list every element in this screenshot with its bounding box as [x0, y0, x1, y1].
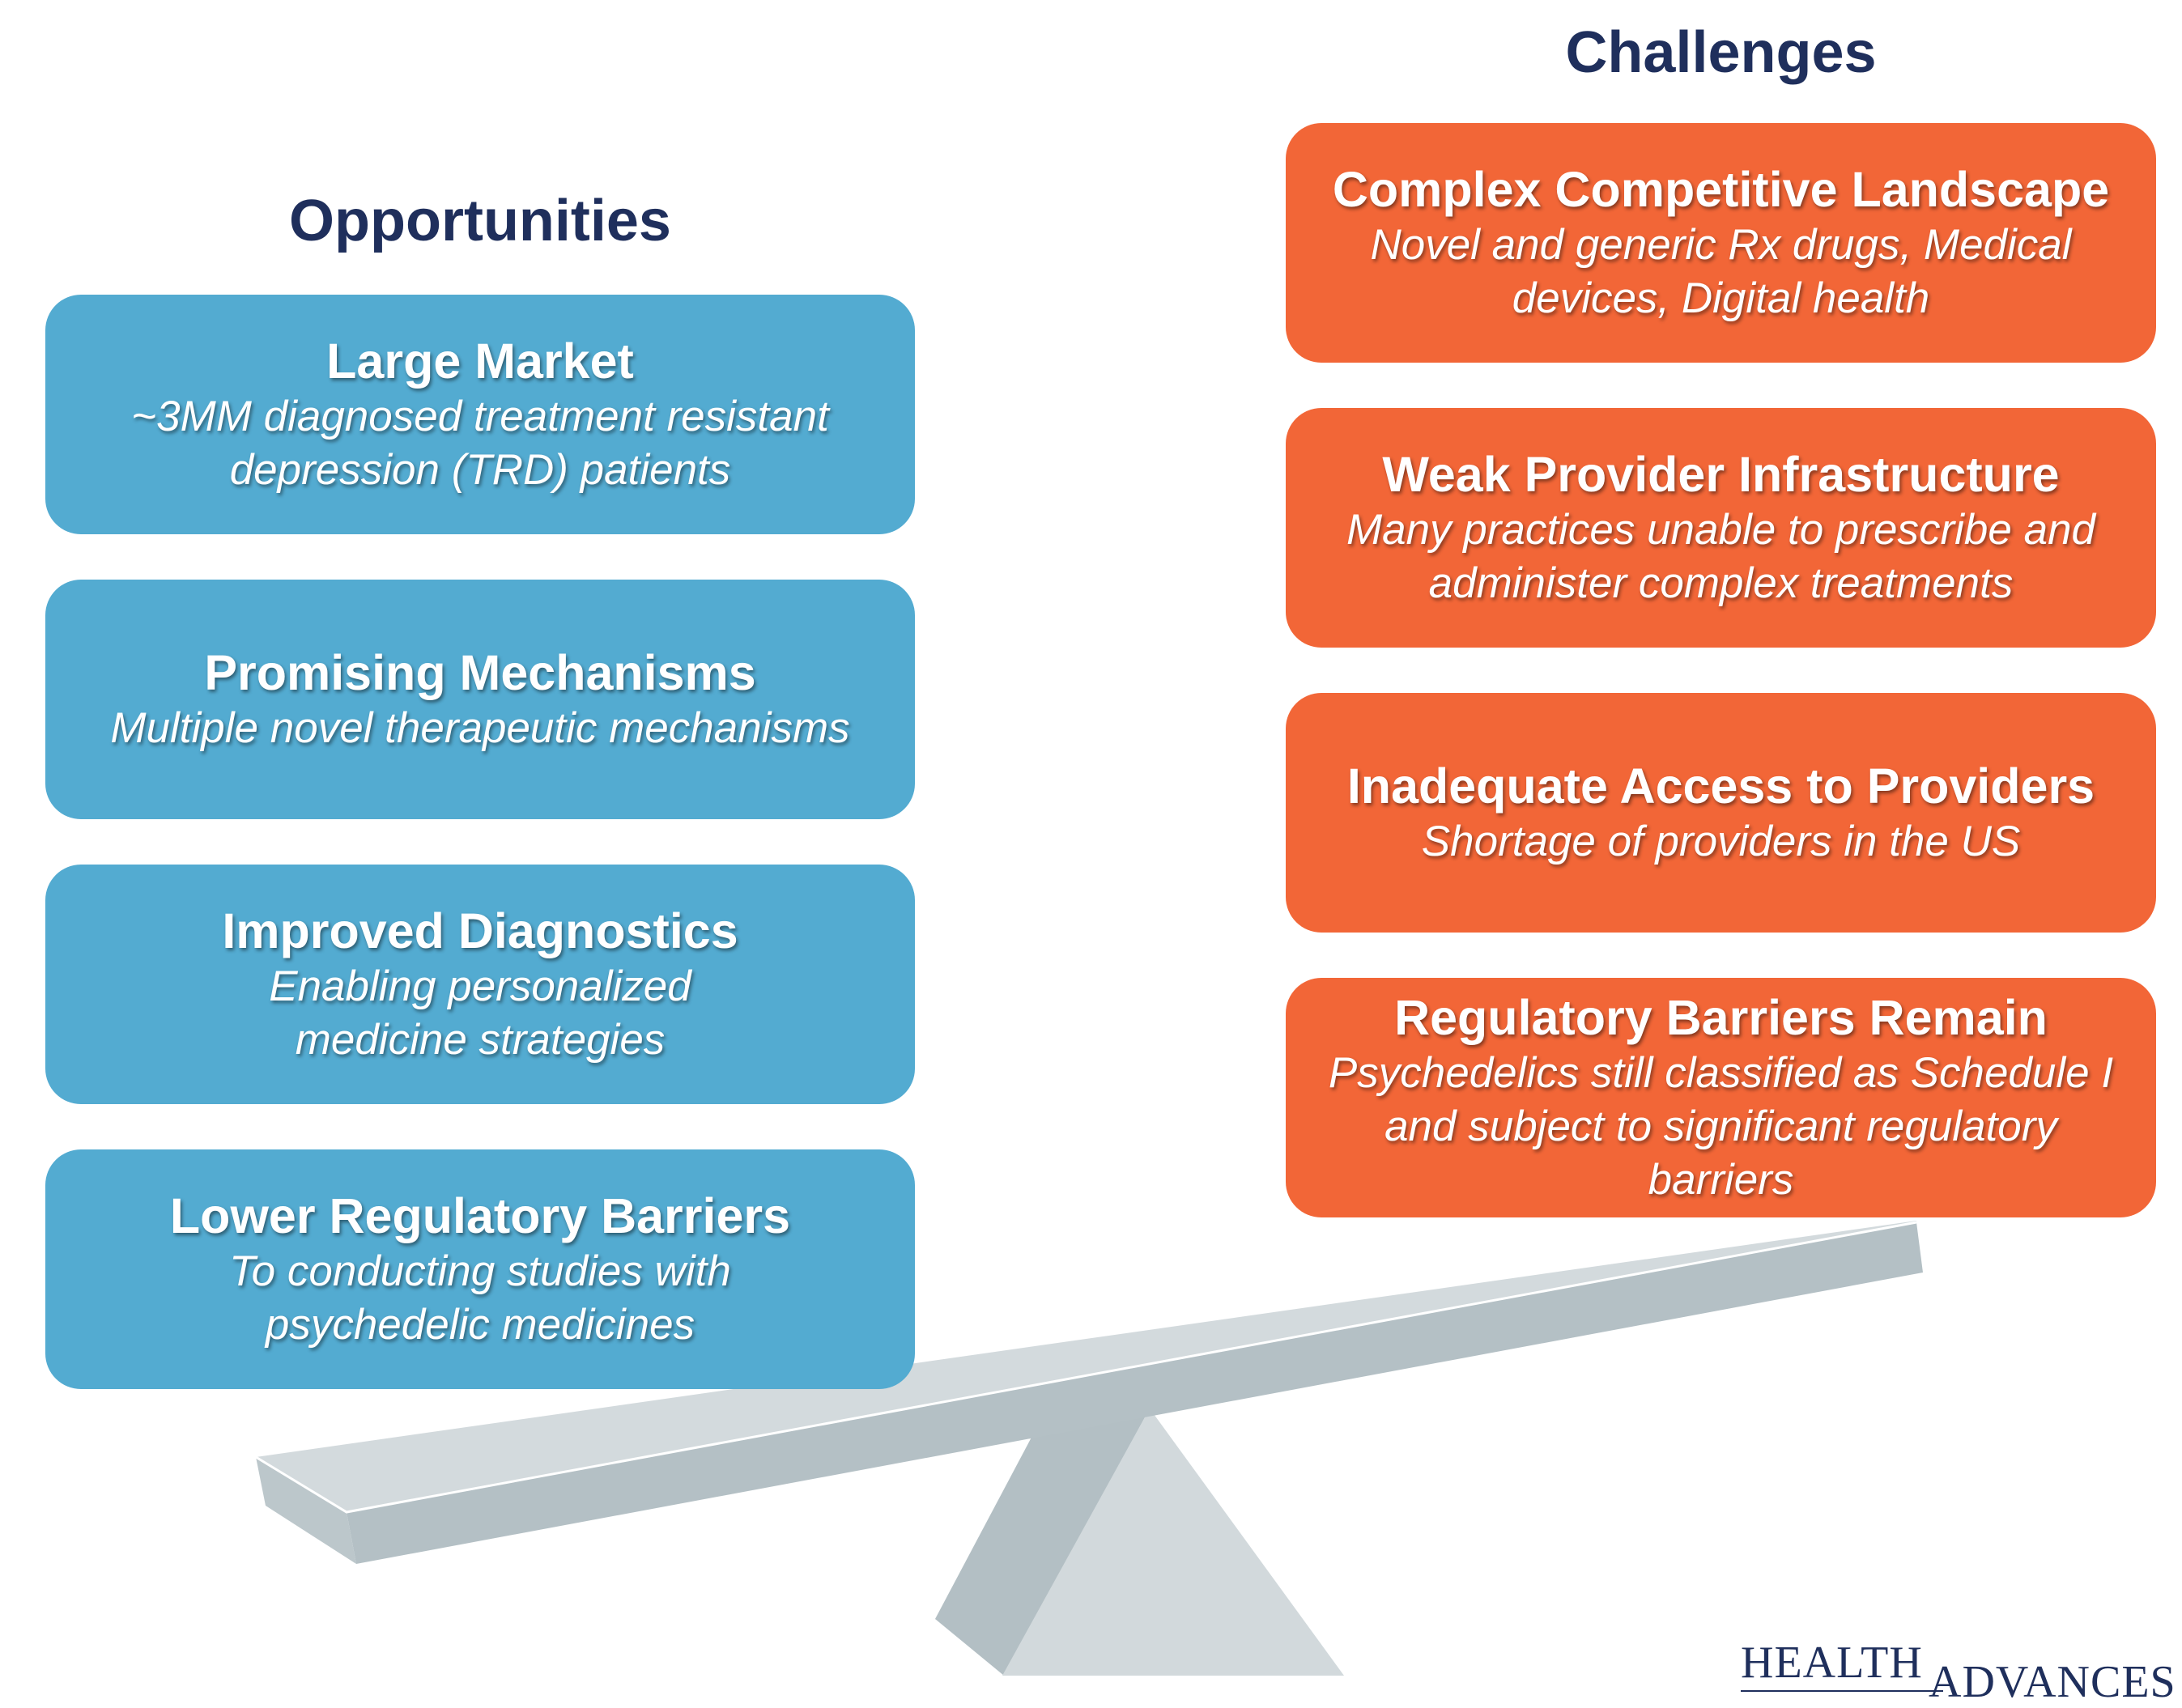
health-advances-logo: HEALTH ADVANCES: [1741, 1637, 2176, 1707]
challenge-description: Psychedelics still classified as Schedul…: [1328, 1049, 2114, 1204]
opportunity-description: Enabling personalized medicine strategie…: [269, 962, 691, 1064]
opportunity-title: Large Market: [326, 334, 634, 389]
opportunities-heading: Opportunities: [289, 189, 671, 253]
opportunity-card-improved-diagnostics: Improved Diagnostics Enabling personaliz…: [45, 865, 915, 1104]
challenge-title: Inadequate Access to Providers: [1346, 758, 2095, 814]
logo-advances-text: ADVANCES: [1929, 1657, 2176, 1707]
challenge-card-regulatory-barriers: Regulatory Barriers Remain Psychedelics …: [1286, 978, 2156, 1217]
seesaw-beam-end: [256, 1457, 356, 1564]
opportunity-card-promising-mechanisms: Promising Mechanisms Multiple novel ther…: [45, 580, 915, 819]
seesaw-beam-top: [256, 1221, 1916, 1512]
challenge-description: Shortage of providers in the US: [1421, 818, 2021, 865]
challenge-title: Weak Provider Infrastructure: [1382, 447, 2060, 502]
opportunity-card-large-market: Large Market ~3MM diagnosed treatment re…: [45, 295, 915, 534]
opportunity-description: Multiple novel therapeutic mechanisms: [110, 704, 850, 752]
opportunity-title: Promising Mechanisms: [204, 645, 756, 700]
challenge-card-access-to-providers: Inadequate Access to Providers Shortage …: [1286, 693, 2156, 933]
logo-underline: [1741, 1690, 1943, 1692]
challenge-card-provider-infrastructure: Weak Provider Infrastructure Many practi…: [1286, 408, 2156, 648]
seesaw-beam-front: [347, 1222, 1923, 1564]
challenge-title: Regulatory Barriers Remain: [1394, 990, 2048, 1045]
challenges-heading: Challenges: [1565, 20, 1877, 85]
challenge-description: Novel and generic Rx drugs, Medical devi…: [1370, 221, 2072, 322]
opportunity-title: Improved Diagnostics: [222, 903, 738, 958]
fulcrum-left-face: [935, 1408, 1150, 1676]
opportunity-description: To conducting studies with psychedelic m…: [229, 1247, 731, 1349]
opportunity-description: ~3MM diagnosed treatment resistant depre…: [131, 393, 829, 494]
challenge-title: Complex Competitive Landscape: [1332, 162, 2110, 217]
challenge-card-competitive-landscape: Complex Competitive Landscape Novel and …: [1286, 123, 2156, 363]
fulcrum-front-face: [1002, 1408, 1344, 1676]
seesaw-beam-edge: [255, 1221, 1917, 1514]
opportunity-card-lower-regulatory-barriers: Lower Regulatory Barriers To conducting …: [45, 1149, 915, 1389]
challenge-description: Many practices unable to prescribe and a…: [1346, 506, 2096, 607]
logo-health-text: HEALTH: [1741, 1638, 1923, 1688]
opportunity-title: Lower Regulatory Barriers: [169, 1188, 791, 1243]
